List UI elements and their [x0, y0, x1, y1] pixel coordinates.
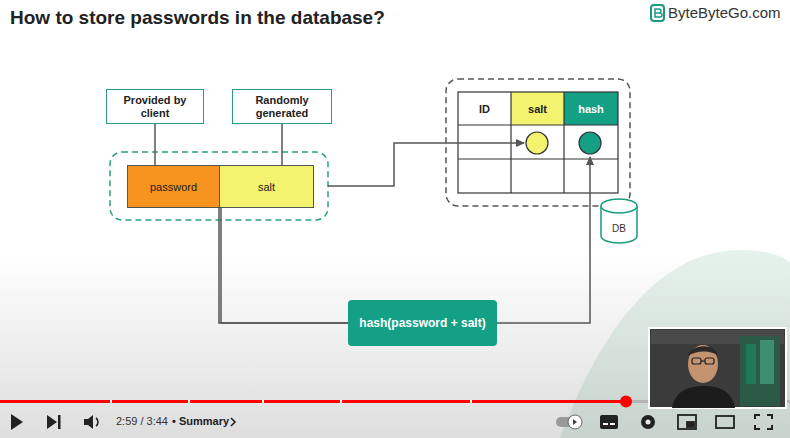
volume-icon — [84, 415, 98, 429]
node-text: DB — [612, 223, 626, 234]
logo-icon — [651, 5, 664, 21]
callout-box: Provided by client — [106, 89, 204, 124]
table-header: ID — [479, 103, 490, 115]
table-header: hash — [578, 103, 604, 115]
connector — [219, 208, 348, 323]
progress-knob — [620, 396, 632, 408]
subtitles-icon — [600, 415, 618, 429]
node-text: password — [150, 181, 197, 193]
node-text: Randomly generated — [239, 94, 325, 120]
salt-value-dot — [526, 132, 548, 154]
connector — [281, 124, 283, 165]
presenter-video — [649, 328, 786, 408]
cylinder-outline — [600, 198, 638, 244]
chapter-chevron — [231, 418, 235, 426]
field-box: salt — [220, 165, 314, 208]
brand-text: ByteByteGo.com — [668, 4, 781, 21]
table-header: salt — [528, 103, 547, 115]
hash-store-arrow — [497, 157, 590, 323]
player-text: • Summary — [172, 415, 229, 427]
settings-icon — [641, 415, 655, 429]
process-box: hash(password + salt) — [348, 300, 497, 346]
next-icon — [47, 415, 61, 429]
miniplayer-icon — [678, 415, 696, 429]
node-text: salt — [258, 181, 275, 193]
salt-store-arrow — [328, 143, 524, 186]
hash-header-fill — [564, 92, 618, 125]
callout-box: Randomly generated — [232, 89, 332, 124]
chapter-gaps — [110, 400, 472, 403]
database-cylinder: DB — [600, 198, 638, 244]
node-text: hash(password + salt) — [359, 316, 485, 330]
page-title: How to store passwords in the database? — [10, 7, 385, 29]
theater-icon — [716, 416, 734, 428]
autoplay-toggle — [556, 415, 582, 429]
salt-header-fill — [511, 92, 564, 125]
fullscreen-icon — [755, 415, 772, 429]
connector — [221, 208, 348, 323]
progress-played — [0, 400, 626, 403]
hash-value-dot — [579, 132, 601, 154]
field-box: password — [127, 165, 220, 208]
node-text: Provided by client — [113, 94, 197, 120]
player-text: 2:59 / 3:44 — [116, 415, 168, 427]
connector — [154, 124, 156, 165]
player-shade — [0, 250, 790, 438]
play-icon — [11, 414, 23, 430]
